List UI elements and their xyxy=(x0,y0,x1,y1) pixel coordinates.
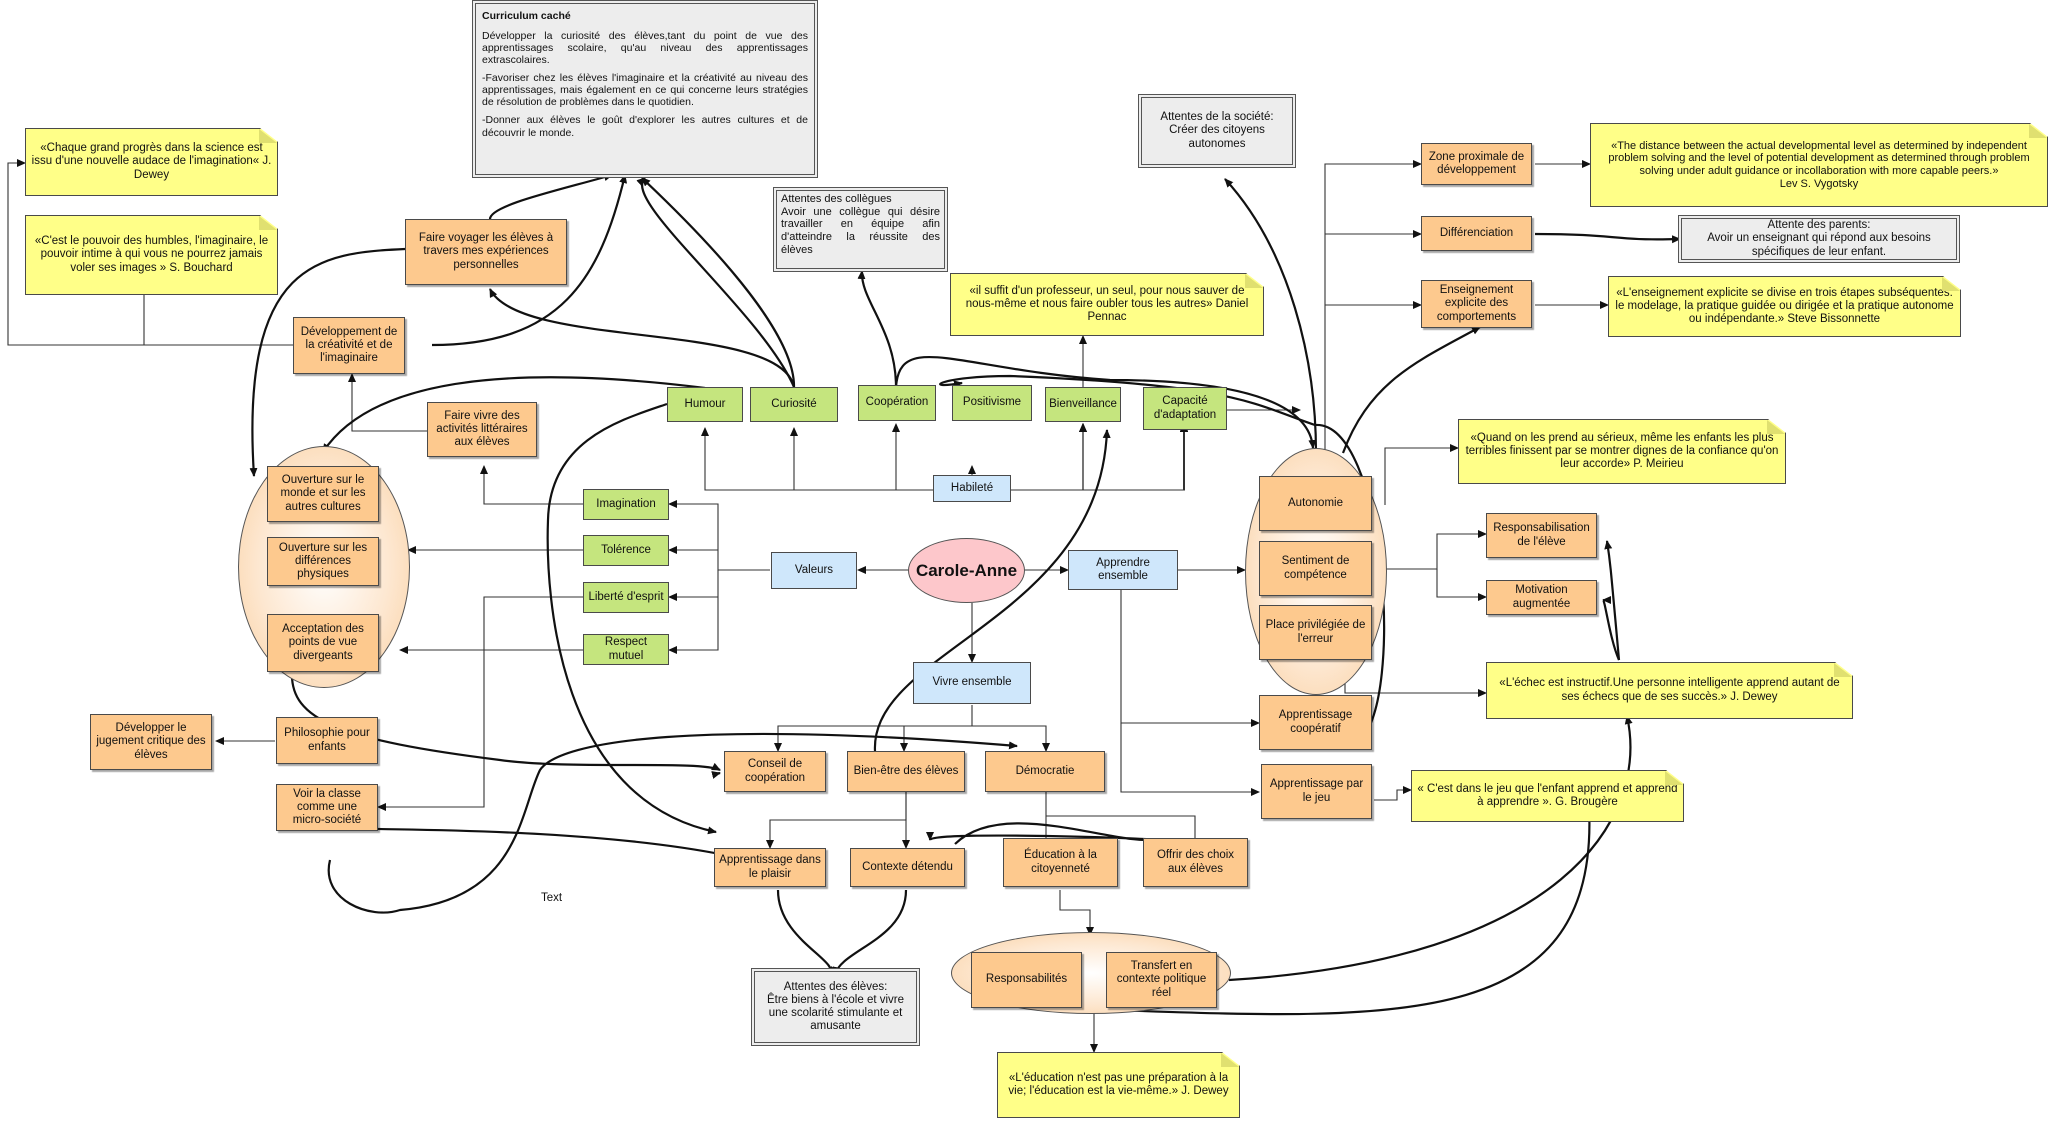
value-tolerance[interactable]: Tolérence xyxy=(583,535,669,566)
attentes-collegues: Attentes des collègues Avoir une collègu… xyxy=(773,187,948,272)
value-imagination[interactable]: Imagination xyxy=(583,489,669,520)
hub-apprendre-ensemble[interactable]: Apprendre ensemble xyxy=(1068,550,1178,590)
node-differenciation[interactable]: Différenciation xyxy=(1421,216,1532,251)
node-conseil-cooperation[interactable]: Conseil de coopération xyxy=(724,751,826,792)
node-jugement-critique[interactable]: Développer le jugement critique des élèv… xyxy=(90,714,212,770)
quote-meirieu: «Quand on les prend au sérieux, même les… xyxy=(1458,419,1786,484)
node-bien-etre[interactable]: Bien-être des élèves xyxy=(847,751,965,792)
curriculum-paragraph-3: -Donner aux élèves le goût d'explorer le… xyxy=(482,114,808,139)
node-responsabilisation[interactable]: Responsabilisation de l'élève xyxy=(1486,513,1597,558)
node-autonomie[interactable]: Autonomie xyxy=(1259,476,1372,531)
node-enseignement-explicite[interactable]: Enseignement explicite des comportements xyxy=(1421,280,1532,328)
skill-humour[interactable]: Humour xyxy=(667,387,743,422)
node-contexte-detendu[interactable]: Contexte détendu xyxy=(850,848,965,887)
node-micro-societe[interactable]: Voir la classe comme une micro-société xyxy=(276,784,378,831)
quote-dewey-echec: «L'échec est instructif.Une personne int… xyxy=(1486,662,1853,719)
attentes-eleves: Attentes des élèves: Être biens à l'écol… xyxy=(751,968,920,1046)
node-transfert-contexte[interactable]: Transfert en contexte politique réel xyxy=(1106,952,1217,1008)
curriculum-paragraph-1: Développer la curiosité des élèves,tant … xyxy=(482,30,808,67)
quote-dewey-vie: «L'éducation n'est pas une préparation à… xyxy=(997,1052,1240,1118)
node-apprentissage-cooperatif[interactable]: Apprentissage coopératif xyxy=(1259,695,1372,750)
hub-valeurs[interactable]: Valeurs xyxy=(771,552,857,589)
node-philosophie-enfants[interactable]: Philosophie pour enfants xyxy=(276,717,378,764)
center-node[interactable]: Carole-Anne xyxy=(908,538,1025,603)
node-responsabilites[interactable]: Responsabilités xyxy=(971,952,1082,1008)
node-motivation-augmentee[interactable]: Motivation augmentée xyxy=(1486,580,1597,615)
quote-pennac: «il suffit d'un professeur, un seul, pou… xyxy=(950,273,1264,336)
node-zone-proximale[interactable]: Zone proximale de développement xyxy=(1421,143,1532,185)
hub-vivre-ensemble[interactable]: Vivre ensemble xyxy=(913,662,1031,704)
hub-habilete[interactable]: Habileté xyxy=(933,475,1011,502)
quote-bouchard: «C'est le pouvoir des humbles, l'imagina… xyxy=(25,215,278,295)
skill-curiosite[interactable]: Curiosité xyxy=(750,387,838,422)
attentes-societe: Attentes de la société: Créer des citoye… xyxy=(1138,94,1296,168)
node-place-erreur[interactable]: Place privilégiée de l'erreur xyxy=(1259,605,1372,660)
node-apprentissage-plaisir[interactable]: Apprentissage dans le plaisir xyxy=(714,848,826,887)
curriculum-title: Curriculum caché xyxy=(482,10,571,22)
node-democratie[interactable]: Démocratie xyxy=(985,751,1105,792)
quote-dewey-science: «Chaque grand progrès dans la science es… xyxy=(25,128,278,196)
skill-cooperation[interactable]: Coopération xyxy=(858,385,936,421)
skill-capacite-adaptation[interactable]: Capacité d'adaptation xyxy=(1143,387,1227,430)
node-acceptation-points-de-vue[interactable]: Acceptation des points de vue divergeant… xyxy=(267,614,379,672)
node-faire-voyager[interactable]: Faire voyager les élèves à travers mes e… xyxy=(405,219,567,285)
quote-vygotsky: «The distance between the actual develop… xyxy=(1590,123,2048,207)
skill-bienveillance[interactable]: Bienveillance xyxy=(1045,387,1121,422)
stray-text-label: Text xyxy=(541,892,563,904)
node-offrir-choix[interactable]: Offrir des choix aux élèves xyxy=(1143,838,1248,887)
skill-positivisme[interactable]: Positivisme xyxy=(952,385,1032,421)
node-apprentissage-jeu[interactable]: Apprentissage par le jeu xyxy=(1261,764,1372,819)
curriculum-paragraph-2: -Favoriser chez les élèves l'imaginaire … xyxy=(482,72,808,109)
value-liberte-esprit[interactable]: Liberté d'esprit xyxy=(583,582,669,613)
node-ouverture-monde[interactable]: Ouverture sur le monde et sur les autres… xyxy=(267,466,379,522)
quote-bissonnette: «L'enseignement explicite se divise en t… xyxy=(1608,276,1961,337)
node-ouverture-differences[interactable]: Ouverture sur les différences physiques xyxy=(267,537,379,586)
curriculum-cache-box: Curriculum caché Développer la curiosité… xyxy=(472,0,818,178)
node-developpement-creativite[interactable]: Développement de la créativité et de l'i… xyxy=(293,317,405,374)
value-respect-mutuel[interactable]: Respect mutuel xyxy=(583,634,669,665)
node-activites-litteraires[interactable]: Faire vivre des activités littéraires au… xyxy=(427,402,537,457)
node-sentiment-competence[interactable]: Sentiment de compétence xyxy=(1259,541,1372,596)
node-education-citoyennete[interactable]: Éducation à la citoyenneté xyxy=(1003,838,1118,887)
attentes-parents: Attente des parents: Avoir un enseignant… xyxy=(1678,215,1960,263)
quote-brougere: « C'est dans le jeu que l'enfant apprend… xyxy=(1411,770,1684,822)
